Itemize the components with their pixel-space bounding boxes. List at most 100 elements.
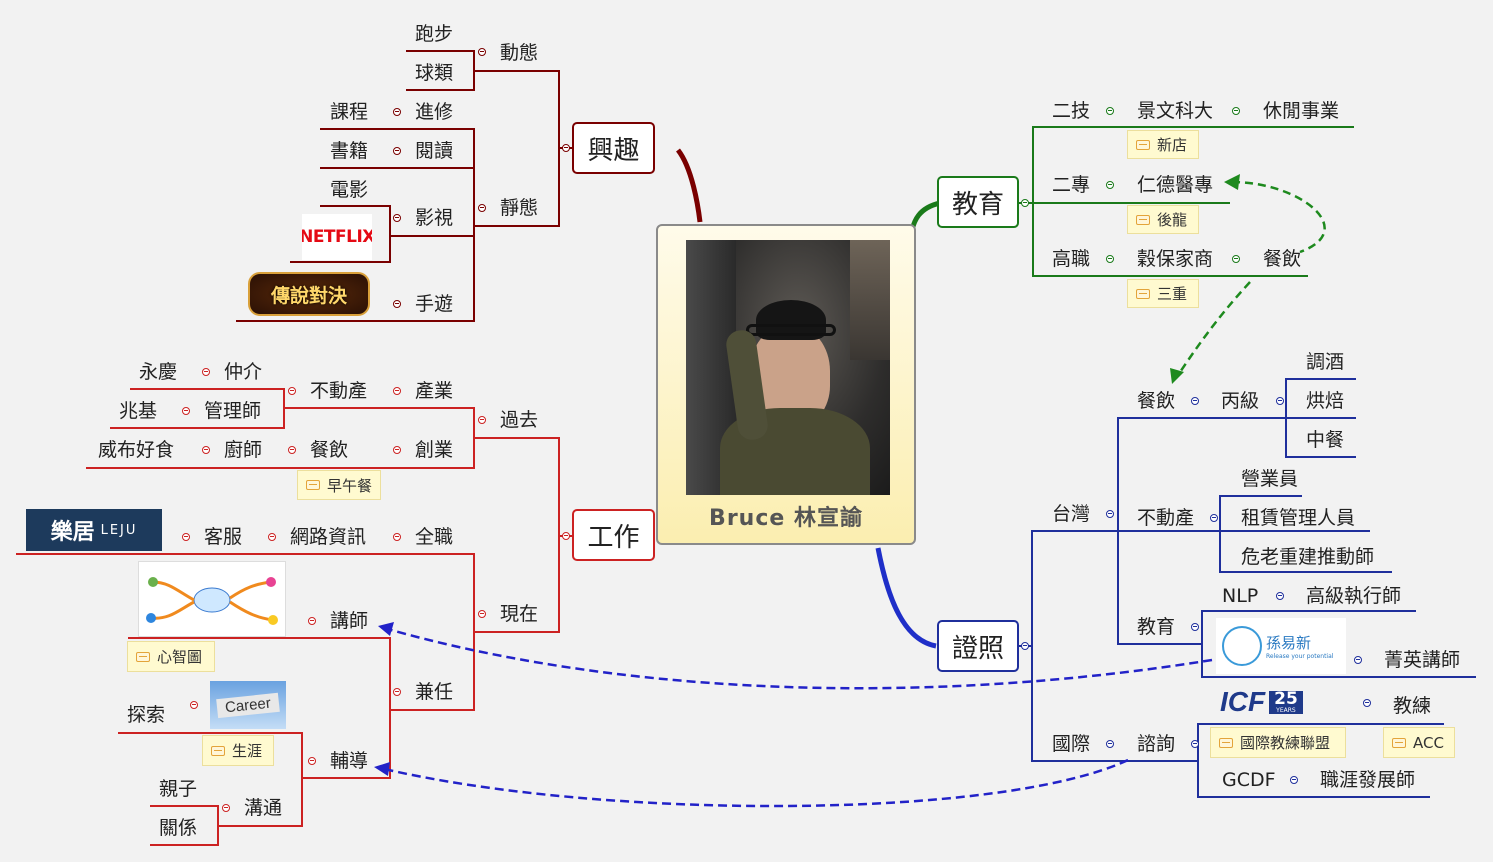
node-net-info[interactable]: 網路資訊	[290, 526, 367, 548]
node-sales[interactable]: 營業員	[1241, 468, 1299, 490]
collapse-knob[interactable]	[202, 368, 210, 376]
node-fulltime[interactable]: 全職	[415, 526, 454, 548]
collapse-knob[interactable]	[1191, 623, 1199, 631]
node-parttime[interactable]: 兼任	[415, 681, 454, 703]
collapse-knob[interactable]	[1276, 397, 1284, 405]
node-zhaoji[interactable]: 兆基	[119, 400, 158, 422]
node-agent[interactable]: 仲介	[224, 361, 263, 383]
node-food-edu[interactable]: 餐飲	[1263, 248, 1302, 270]
node-nlp[interactable]: NLP	[1222, 585, 1259, 607]
node-career-dev[interactable]: 職涯發展師	[1320, 769, 1416, 791]
collapse-knob[interactable]	[288, 446, 296, 454]
collapse-knob[interactable]	[393, 108, 401, 116]
node-industry[interactable]: 產業	[415, 380, 454, 402]
note-mindmap[interactable]: 心智圖	[127, 641, 215, 672]
node-startup[interactable]: 創業	[415, 439, 454, 461]
node-vocational[interactable]: 高職	[1052, 248, 1091, 270]
collapse-knob[interactable]	[478, 204, 486, 212]
collapse-knob[interactable]	[1106, 255, 1114, 263]
node-books[interactable]: 書籍	[330, 140, 369, 162]
node-weifu[interactable]: 威布好食	[98, 439, 175, 461]
node-exec[interactable]: 高級執行師	[1306, 585, 1402, 607]
node-past[interactable]: 過去	[500, 409, 539, 431]
collapse-knob[interactable]	[478, 416, 486, 424]
node-coach[interactable]: 教練	[1393, 695, 1432, 717]
collapse-knob[interactable]	[182, 407, 190, 415]
node-real-estate-job[interactable]: 不動產	[310, 380, 368, 402]
topic-work[interactable]: 工作	[572, 509, 655, 561]
collapse-knob[interactable]	[1210, 514, 1218, 522]
collapse-knob[interactable]	[288, 387, 296, 395]
node-movie[interactable]: 電影	[330, 179, 369, 201]
node-chinese[interactable]: 中餐	[1306, 429, 1345, 451]
collapse-knob[interactable]	[1106, 740, 1114, 748]
collapse-knob[interactable]	[1290, 776, 1298, 784]
note-acc[interactable]: ACC	[1383, 727, 1455, 758]
node-level-c[interactable]: 丙級	[1221, 390, 1260, 412]
node-edu-license[interactable]: 教育	[1137, 616, 1176, 638]
collapse-knob[interactable]	[393, 300, 401, 308]
note-sanchong[interactable]: 三重	[1127, 279, 1199, 308]
collapse-knob[interactable]	[562, 532, 570, 540]
node-taiwan[interactable]: 台灣	[1052, 503, 1091, 525]
node-relation[interactable]: 關係	[159, 817, 198, 839]
collapse-knob[interactable]	[222, 804, 230, 812]
node-bake[interactable]: 烘焙	[1306, 390, 1345, 412]
collapse-knob[interactable]	[393, 147, 401, 155]
node-chef[interactable]: 廚師	[224, 439, 263, 461]
collapse-knob[interactable]	[308, 757, 316, 765]
collapse-knob[interactable]	[1106, 181, 1114, 189]
collapse-knob[interactable]	[1191, 740, 1199, 748]
node-leisure[interactable]: 休閒事業	[1263, 100, 1340, 122]
node-reading[interactable]: 閱讀	[415, 140, 454, 162]
collapse-knob[interactable]	[1106, 107, 1114, 115]
collapse-knob[interactable]	[562, 144, 570, 152]
collapse-knob[interactable]	[478, 48, 486, 56]
node-consult[interactable]: 諮詢	[1137, 733, 1176, 755]
collapse-knob[interactable]	[478, 610, 486, 618]
node-present[interactable]: 現在	[500, 603, 539, 625]
note-xindian[interactable]: 新店	[1127, 130, 1199, 159]
note-brunch[interactable]: 早午餐	[297, 470, 381, 500]
note-houlong[interactable]: 後龍	[1127, 205, 1199, 234]
node-static[interactable]: 靜態	[500, 197, 539, 219]
collapse-knob[interactable]	[1232, 255, 1240, 263]
node-mobile-game[interactable]: 手遊	[415, 293, 454, 315]
collapse-knob[interactable]	[393, 446, 401, 454]
node-study[interactable]: 進修	[415, 101, 454, 123]
node-yongqing[interactable]: 永慶	[139, 361, 178, 383]
note-icf[interactable]: 國際教練聯盟	[1210, 727, 1346, 758]
node-jingwen[interactable]: 景文科大	[1137, 100, 1214, 122]
node-rende[interactable]: 仁德醫專	[1137, 174, 1214, 196]
collapse-knob[interactable]	[182, 533, 190, 541]
node-dynamic[interactable]: 動態	[500, 42, 539, 64]
node-lease[interactable]: 租賃管理人員	[1241, 507, 1356, 529]
topic-license[interactable]: 證照	[937, 620, 1019, 672]
node-elite[interactable]: 菁英講師	[1384, 649, 1461, 671]
node-gubao[interactable]: 穀保家商	[1137, 248, 1214, 270]
node-counsel[interactable]: 輔導	[330, 750, 369, 772]
collapse-knob[interactable]	[202, 446, 210, 454]
collapse-knob[interactable]	[1191, 397, 1199, 405]
central-topic[interactable]: Bruce 林宣諭	[656, 224, 916, 545]
collapse-knob[interactable]	[308, 617, 316, 625]
node-gcdf[interactable]: GCDF	[1222, 769, 1276, 791]
node-food-license[interactable]: 餐飲	[1137, 390, 1176, 412]
node-real-estate-license[interactable]: 不動產	[1137, 507, 1195, 529]
collapse-knob[interactable]	[393, 688, 401, 696]
collapse-knob[interactable]	[393, 214, 401, 222]
collapse-knob[interactable]	[190, 701, 198, 709]
collapse-knob[interactable]	[393, 387, 401, 395]
collapse-knob[interactable]	[1021, 199, 1029, 207]
node-two-tech[interactable]: 二技	[1052, 100, 1091, 122]
node-lecturer[interactable]: 講師	[330, 610, 369, 632]
node-ball[interactable]: 球類	[415, 62, 454, 84]
node-catering-job[interactable]: 餐飲	[310, 439, 349, 461]
collapse-knob[interactable]	[1021, 642, 1029, 650]
node-course[interactable]: 課程	[330, 101, 369, 123]
node-two-college[interactable]: 二專	[1052, 174, 1091, 196]
topic-education[interactable]: 教育	[937, 176, 1019, 228]
note-career[interactable]: 生涯	[202, 735, 274, 766]
node-video[interactable]: 影視	[415, 207, 454, 229]
node-manager[interactable]: 管理師	[204, 400, 262, 422]
